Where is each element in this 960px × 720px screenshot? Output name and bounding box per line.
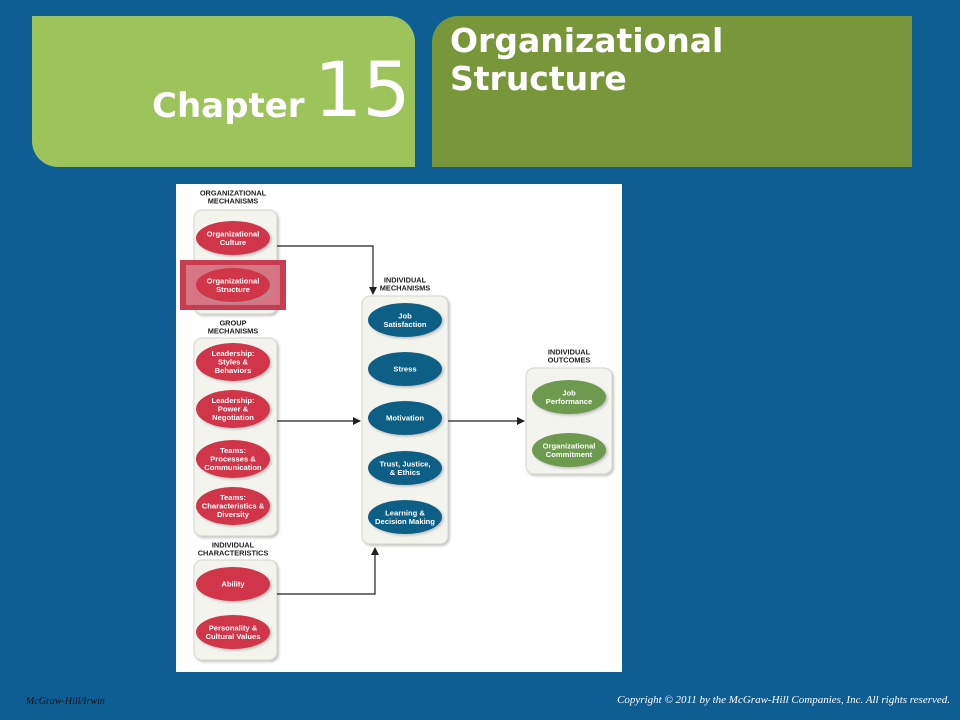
node-group-0-label: Leadership:Styles &Behaviors — [211, 349, 254, 375]
node-characteristic-1-label-line: Cultural Values — [206, 632, 261, 641]
section-label-group-mechanisms-line: GROUP — [219, 319, 246, 328]
slide-title: Organizational Structure — [450, 22, 723, 98]
publisher-label: McGraw-Hill/Irwin — [26, 696, 105, 707]
chapter-banner: Chapter 15 — [32, 16, 415, 167]
node-group-1-label: Leadership:Power &Negotiation — [211, 396, 254, 422]
node-mechanism-0-label-line: Job — [398, 311, 412, 320]
node-mechanism-4-label: Learning &Decision Making — [375, 508, 435, 526]
node-mechanism-3-oval — [368, 451, 442, 485]
node-mechanism-4-oval — [368, 500, 442, 534]
node-mechanism-3-label: Trust, Justice,& Ethics — [379, 459, 430, 477]
section-label-individual-mechanisms-line: INDIVIDUAL — [384, 276, 427, 285]
node-characteristic-1-label: Personality &Cultural Values — [206, 623, 261, 641]
node-characteristic-0-label-line: Ability — [221, 580, 245, 589]
node-mechanism-0-oval — [368, 303, 442, 337]
title-line-2: Structure — [450, 59, 627, 98]
section-label-individual-mechanisms-line: MECHANISMS — [380, 284, 431, 293]
title-banner: Organizational Structure — [432, 16, 912, 167]
section-label-group-mechanisms-line: MECHANISMS — [208, 327, 259, 336]
node-outcome-1-label-line: Organizational — [543, 441, 596, 450]
node-group-3-label-line: Teams: — [220, 493, 246, 502]
node-mechanism-2-label: Motivation — [386, 414, 424, 423]
node-outcome-0-oval — [532, 380, 606, 414]
node-mechanism-0-label-line: Satisfaction — [383, 320, 426, 329]
node-organizational-1-label-line: Structure — [216, 285, 250, 294]
node-group-1-oval — [196, 390, 270, 428]
node-organizational-0-label-line: Organizational — [207, 229, 260, 238]
node-group-1-label-line: Leadership: — [211, 396, 254, 405]
node-mechanism-4-label-line: Decision Making — [375, 517, 435, 526]
node-mechanism-3-label-line: & Ethics — [390, 468, 420, 477]
node-organizational-1-label-line: Organizational — [207, 276, 260, 285]
chapter-label: Chapter — [152, 86, 305, 126]
node-group-2-label-line: Teams: — [220, 446, 246, 455]
node-group-2-oval — [196, 440, 270, 478]
node-group-3-label-line: Characteristics & — [202, 502, 265, 511]
node-mechanism-1-label-line: Stress — [393, 365, 416, 374]
panel-group-mechanisms — [193, 337, 278, 537]
node-mechanism-2-oval — [368, 401, 442, 435]
node-characteristic-1-label-line: Personality & — [209, 623, 258, 632]
node-outcome-0-label-line: Performance — [546, 397, 592, 406]
node-group-2-label: Teams:Processes &Communication — [204, 446, 262, 472]
node-group-1-label-line: Negotiation — [212, 413, 254, 422]
node-group-3-oval — [196, 487, 270, 525]
section-label-organizational-mechanisms-line: ORGANIZATIONAL — [200, 189, 267, 198]
node-organizational-0-oval — [196, 221, 270, 255]
node-organizational-1-oval — [196, 268, 270, 302]
node-characteristic-0-label: Ability — [221, 580, 245, 589]
node-group-0-label-line: Styles & — [218, 358, 248, 367]
chapter-number: 15 — [314, 45, 411, 134]
node-mechanism-4-label-line: Learning & — [385, 508, 425, 517]
title-line-1: Organizational — [450, 21, 724, 60]
section-label-individual-characteristics-line: CHARACTERISTICS — [198, 549, 269, 558]
arrow-characteristics-to-mechanisms — [277, 547, 379, 595]
node-mechanism-3-label-line: Trust, Justice, — [379, 459, 430, 468]
node-outcome-1-oval — [532, 433, 606, 467]
section-label-individual-outcomes-line: INDIVIDUAL — [548, 348, 591, 357]
node-group-1-label-line: Power & — [218, 405, 249, 414]
node-characteristic-0-oval — [196, 567, 270, 601]
section-label-organizational-mechanisms-line: MECHANISMS — [208, 197, 259, 206]
node-group-3-label-line: Diversity — [217, 510, 250, 519]
node-mechanism-1-label: Stress — [393, 365, 416, 374]
node-group-3-label: Teams:Characteristics &Diversity — [202, 493, 265, 519]
node-group-0-label-line: Leadership: — [211, 349, 254, 358]
node-mechanism-1-oval — [368, 352, 442, 386]
section-label-individual-outcomes-line: OUTCOMES — [548, 356, 591, 365]
section-label-individual-characteristics-line: INDIVIDUAL — [212, 541, 255, 550]
node-mechanism-2-label-line: Motivation — [386, 414, 424, 423]
node-group-2-label-line: Processes & — [210, 455, 256, 464]
copyright-notice: Copyright © 2011 by the McGraw-Hill Comp… — [617, 694, 950, 706]
node-group-0-label-line: Behaviors — [215, 366, 252, 375]
node-outcome-0-label-line: Job — [562, 388, 576, 397]
node-group-0-oval — [196, 343, 270, 381]
node-organizational-0-label-line: Culture — [220, 238, 247, 247]
arrow-org-to-mechanisms — [277, 245, 377, 295]
node-characteristic-1-oval — [196, 615, 270, 649]
node-group-2-label-line: Communication — [204, 463, 262, 472]
node-outcome-1-label-line: Commitment — [546, 450, 593, 459]
